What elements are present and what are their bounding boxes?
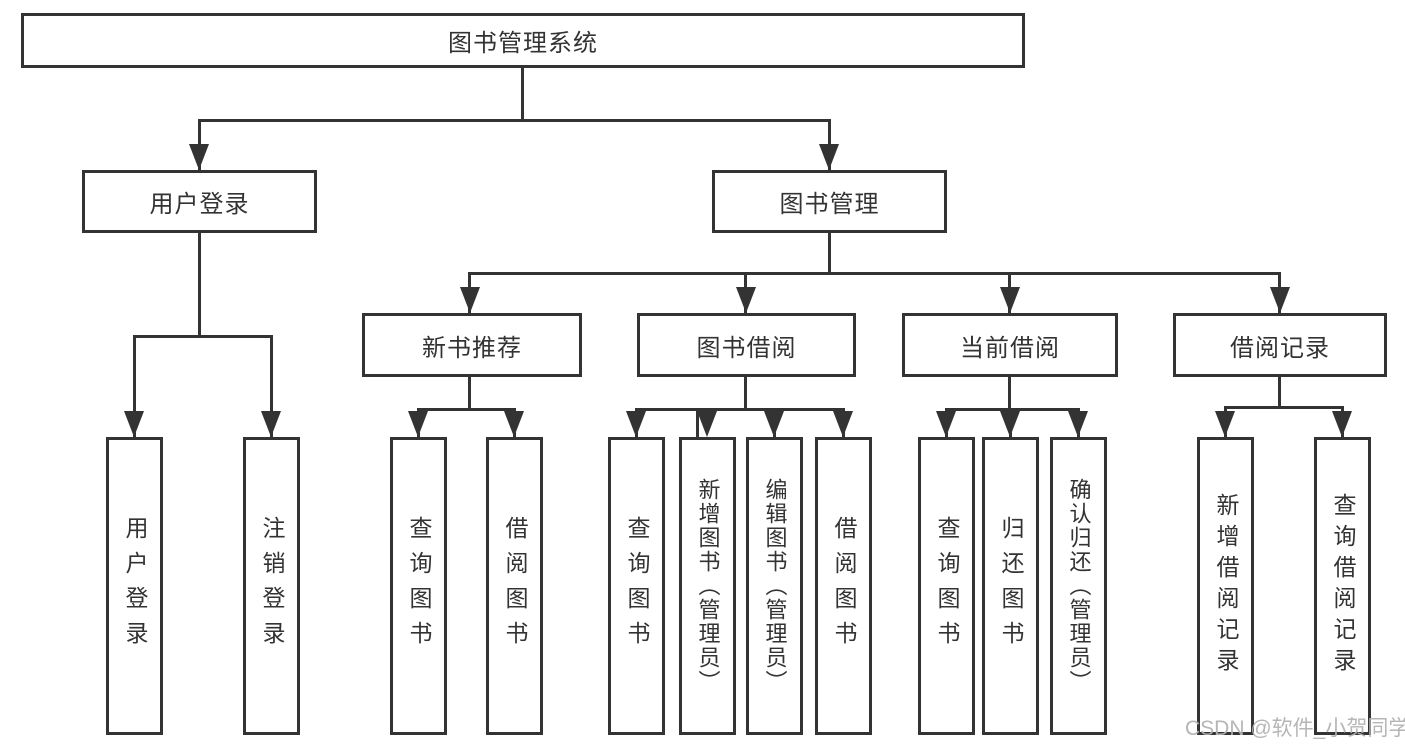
node-user-login: 用户登录	[82, 170, 317, 233]
node-label: 借阅图书	[502, 516, 528, 656]
arrow-down-icon	[408, 411, 428, 437]
leaf-add-book-admin: 新增图书（管理员）	[679, 437, 736, 735]
leaf-confirm-return-admin: 确认归还（管理员）	[1050, 437, 1107, 735]
leaf-edit-book-admin: 编辑图书（管理员）	[746, 437, 803, 735]
node-label: 新增借阅记录	[1213, 493, 1239, 679]
node-label: 用户登录	[122, 516, 148, 656]
arrow-down-icon	[189, 144, 209, 170]
node-label: 查询图书	[934, 516, 960, 656]
leaf-user-login: 用户登录	[106, 437, 163, 735]
arrow-down-icon	[1068, 411, 1088, 437]
arrow-down-icon	[819, 144, 839, 170]
leaf-query-books-current: 查询图书	[918, 437, 975, 735]
connector-line	[1008, 377, 1011, 410]
node-label: 用户登录	[149, 191, 250, 218]
connector-line	[133, 335, 273, 338]
arrow-down-icon	[833, 411, 853, 437]
arrow-down-icon	[764, 411, 784, 437]
leaf-logout: 注销登录	[243, 437, 300, 735]
arrow-down-icon	[936, 411, 956, 437]
arrow-down-icon	[460, 287, 480, 313]
leaf-borrow-books-recommendation: 借阅图书	[486, 437, 543, 735]
node-book-borrowing: 图书借阅	[637, 313, 856, 377]
csdn-watermark: CSDN @软件_小贺同学	[1185, 717, 1405, 740]
arrow-down-icon	[504, 411, 524, 437]
connector-line	[133, 335, 136, 437]
connector-line	[468, 377, 471, 410]
node-book-management: 图书管理	[712, 170, 947, 233]
node-label: 注销登录	[259, 516, 285, 656]
arrow-down-icon	[697, 411, 717, 437]
connector-line	[1224, 406, 1344, 409]
arrow-down-icon	[1000, 287, 1020, 313]
node-label: 查询图书	[406, 516, 432, 656]
connector-line	[270, 335, 273, 437]
node-label: 当前借阅	[960, 334, 1060, 362]
arrow-down-icon	[1270, 287, 1290, 313]
arrow-down-icon	[1215, 411, 1235, 437]
node-label: 归还图书	[998, 516, 1024, 656]
leaf-add-borrowing-record: 新增借阅记录	[1197, 437, 1254, 735]
node-label: 借阅图书	[831, 516, 857, 656]
arrow-down-icon	[1000, 411, 1020, 437]
connector-line	[198, 119, 831, 122]
connector-line	[828, 233, 831, 274]
arrow-down-icon	[124, 411, 144, 437]
node-borrowing-records: 借阅记录	[1173, 313, 1387, 377]
leaf-query-borrowing-record: 查询借阅记录	[1314, 437, 1371, 735]
arrow-down-icon	[261, 411, 281, 437]
node-label: 图书借阅	[696, 334, 797, 362]
node-label: 查询图书	[624, 516, 650, 656]
leaf-query-books-recommendation: 查询图书	[390, 437, 447, 735]
node-current-borrowing: 当前借阅	[902, 313, 1118, 377]
node-label: 查询借阅记录	[1330, 493, 1356, 679]
connector-line	[521, 67, 524, 120]
connector-line	[635, 408, 845, 411]
node-label: 新书推荐	[422, 334, 522, 362]
node-label: 图书管理系统	[448, 30, 598, 57]
connector-line	[744, 377, 747, 410]
connector-line	[198, 233, 201, 337]
node-library-management-system: 图书管理系统	[21, 13, 1025, 68]
node-label: 新增图书（管理员）	[695, 478, 721, 694]
arrow-down-icon	[736, 287, 756, 313]
node-label: 图书管理	[779, 191, 880, 218]
connector-line	[1278, 377, 1281, 408]
arrow-down-icon	[1332, 411, 1352, 437]
arrow-down-icon	[626, 411, 646, 437]
node-label: 确认归还（管理员）	[1066, 478, 1092, 694]
node-label: 借阅记录	[1230, 334, 1330, 362]
leaf-borrow-books-borrowing: 借阅图书	[815, 437, 872, 735]
leaf-return-book: 归还图书	[982, 437, 1039, 735]
connector-line	[468, 272, 1281, 275]
connector-line	[945, 408, 1080, 411]
node-new-book-recommendation: 新书推荐	[362, 313, 582, 377]
node-label: 编辑图书（管理员）	[762, 478, 788, 694]
leaf-query-books-borrowing: 查询图书	[608, 437, 665, 735]
connector-line	[417, 408, 516, 411]
